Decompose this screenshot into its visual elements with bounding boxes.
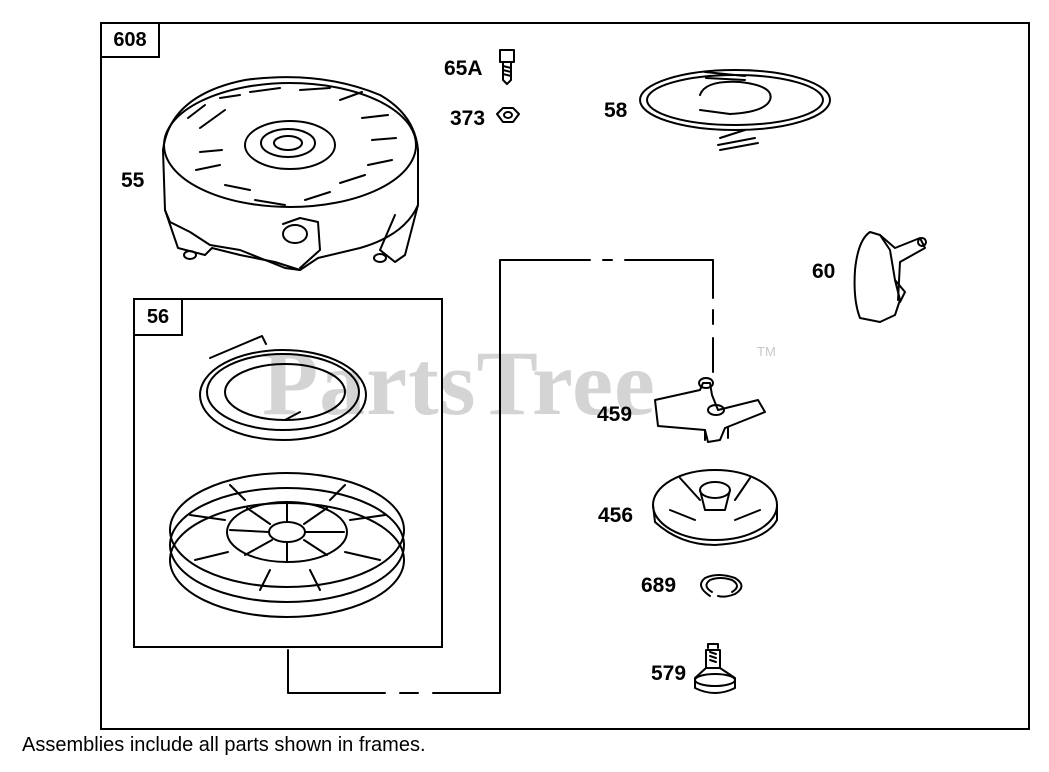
part-label-58: 58 xyxy=(604,99,628,122)
part-label-459: 459 xyxy=(597,403,633,426)
watermark-text: PartsTree xyxy=(262,332,656,434)
assembly-frame-main xyxy=(100,22,1030,730)
part-label-689: 689 xyxy=(641,574,677,597)
part-label-65a: 65A xyxy=(444,57,483,80)
part-label-579: 579 xyxy=(651,662,687,685)
part-label-55: 55 xyxy=(121,169,145,192)
connector-line xyxy=(287,259,714,694)
retainer-drawing xyxy=(652,469,778,546)
assembly-frame-sub xyxy=(133,298,443,648)
assembly-tag-sub: 56 xyxy=(133,298,183,336)
assembly-tag-main: 608 xyxy=(100,22,160,58)
assemblies-caption: Assemblies include all parts shown in fr… xyxy=(22,734,426,756)
starter-rope-drawing xyxy=(639,69,831,151)
retaining-ring-drawing xyxy=(700,574,743,598)
nut-drawing xyxy=(496,107,520,123)
pulley-drawing xyxy=(169,472,405,618)
screw-drawing xyxy=(499,49,515,85)
starter-housing-drawing xyxy=(162,76,419,271)
starter-handle-drawing xyxy=(853,231,927,323)
part-label-373: 373 xyxy=(450,107,486,130)
part-label-60: 60 xyxy=(812,260,836,283)
rewind-spring-drawing xyxy=(199,335,367,441)
shoulder-screw-drawing xyxy=(694,643,736,694)
ratchet-dog-drawing xyxy=(654,377,766,443)
part-label-456: 456 xyxy=(598,504,634,527)
watermark-trademark: TM xyxy=(757,344,776,359)
